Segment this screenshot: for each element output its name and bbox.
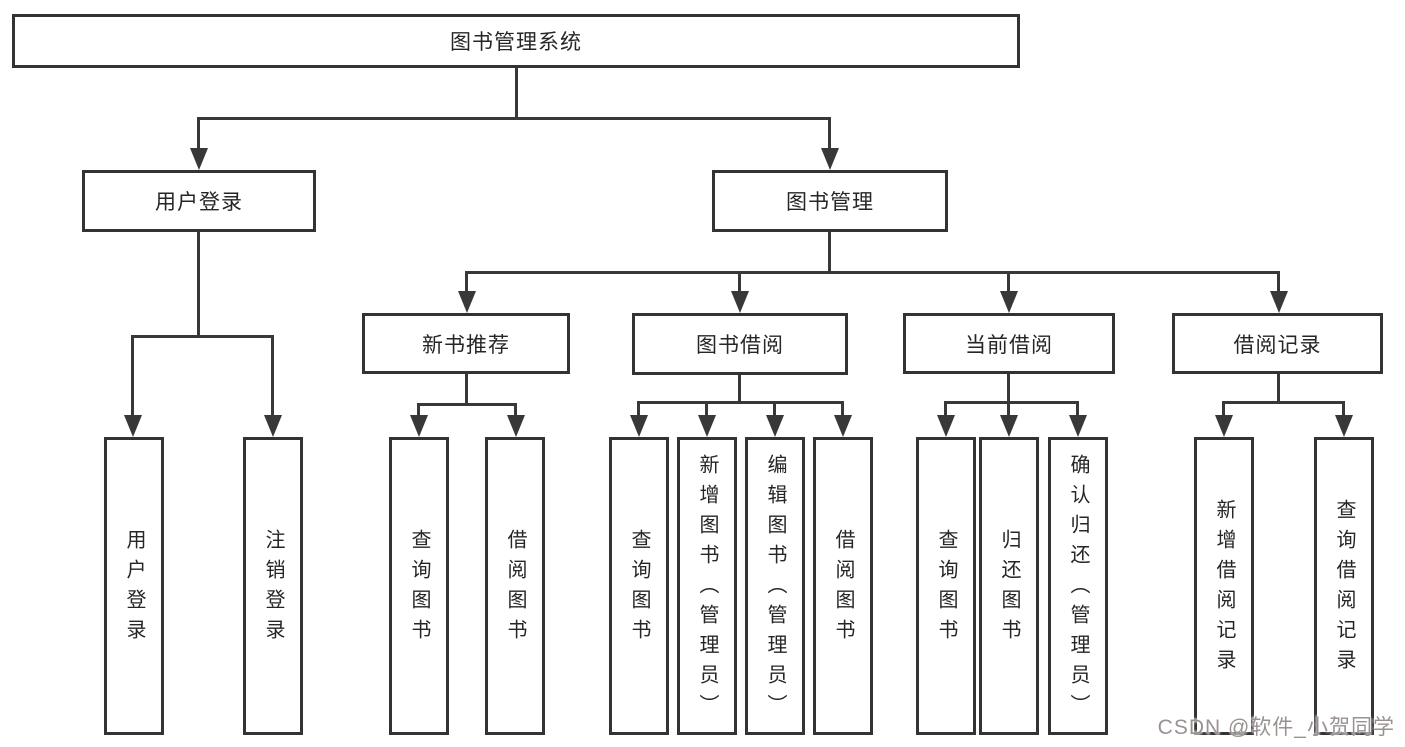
connector-borrow-bus [637, 401, 844, 404]
connector-record-bus [1222, 401, 1345, 404]
connector-current-bus [944, 401, 1079, 404]
leaf-return-book: 归还图书 [979, 437, 1039, 735]
leaf-add-borrow-record: 新增借阅记录 [1194, 437, 1254, 735]
connector-borrow-stem [738, 375, 741, 403]
connector-user-login-stem [197, 232, 200, 337]
connector-line [1007, 271, 1010, 293]
arrowhead-icon [821, 148, 839, 170]
leaf-query-book-current: 查询图书 [916, 437, 976, 735]
leaf-confirm-return-admin: 确认归还（管理员） [1048, 437, 1108, 735]
leaf-query-book-borrow: 查询图书 [609, 437, 669, 735]
node-user-login: 用户登录 [82, 170, 316, 232]
node-new-book-recommend: 新书推荐 [362, 313, 570, 374]
arrowhead-icon [1270, 291, 1288, 313]
connector-line [514, 403, 517, 417]
connector-line [738, 271, 741, 293]
connector-root-stem [515, 68, 518, 118]
arrowhead-icon [507, 415, 525, 437]
watermark-text: CSDN @软件_小贺同学 [1157, 716, 1395, 739]
connector-line [131, 335, 134, 417]
leaf-borrow-book-recommend: 借阅图书 [485, 437, 545, 735]
connector-line [773, 401, 776, 417]
leaf-user-login: 用户登录 [104, 437, 164, 735]
leaf-borrow-book: 借阅图书 [813, 437, 873, 735]
connector-current-stem [1007, 374, 1010, 403]
connector-recommend-stem [465, 374, 468, 405]
arrowhead-icon [731, 291, 749, 313]
arrowhead-icon [1215, 415, 1233, 437]
connector-line [841, 401, 844, 417]
arrowhead-icon [1000, 415, 1018, 437]
connector-book-mgmt-stem [828, 232, 831, 273]
connector-line [271, 335, 274, 417]
connector-line [465, 271, 468, 293]
leaf-add-book-admin: 新增图书（管理员） [677, 437, 737, 735]
node-borrow-record: 借阅记录 [1172, 313, 1383, 374]
arrowhead-icon [834, 415, 852, 437]
arrowhead-icon [410, 415, 428, 437]
node-book-management: 图书管理 [712, 170, 948, 232]
arrowhead-icon [630, 415, 648, 437]
connector-line [1076, 401, 1079, 417]
node-library-management-system: 图书管理系统 [12, 14, 1020, 68]
connector-line [1222, 401, 1225, 417]
arrowhead-icon [264, 415, 282, 437]
connector-record-stem [1277, 374, 1280, 403]
arrowhead-icon [766, 415, 784, 437]
connector-line [944, 401, 947, 417]
arrowhead-icon [1335, 415, 1353, 437]
connector-line [828, 117, 831, 150]
connector-user-login-bus [131, 335, 274, 338]
leaf-edit-book-admin: 编辑图书（管理员） [745, 437, 805, 735]
arrowhead-icon [1069, 415, 1087, 437]
connector-line [1342, 401, 1345, 417]
connector-recommend-bus [417, 403, 517, 406]
connector-line [637, 401, 640, 417]
arrowhead-icon [124, 415, 142, 437]
node-current-borrow: 当前借阅 [903, 313, 1115, 374]
connector-line [705, 401, 708, 417]
arrowhead-icon [458, 291, 476, 313]
node-book-borrow: 图书借阅 [632, 313, 848, 375]
arrowhead-icon [1000, 291, 1018, 313]
connector-line [1277, 271, 1280, 293]
connector-line [1007, 401, 1010, 417]
leaf-query-book-recommend: 查询图书 [389, 437, 449, 735]
arrowhead-icon [190, 148, 208, 170]
arrowhead-icon [937, 415, 955, 437]
arrowhead-icon [698, 415, 716, 437]
connector-line [417, 403, 420, 417]
connector-level2-bus [197, 117, 831, 120]
leaf-logout-login: 注销登录 [243, 437, 303, 735]
connector-line [197, 117, 200, 150]
connector-level3-bus [465, 271, 1280, 274]
leaf-query-borrow-record: 查询借阅记录 [1314, 437, 1374, 735]
